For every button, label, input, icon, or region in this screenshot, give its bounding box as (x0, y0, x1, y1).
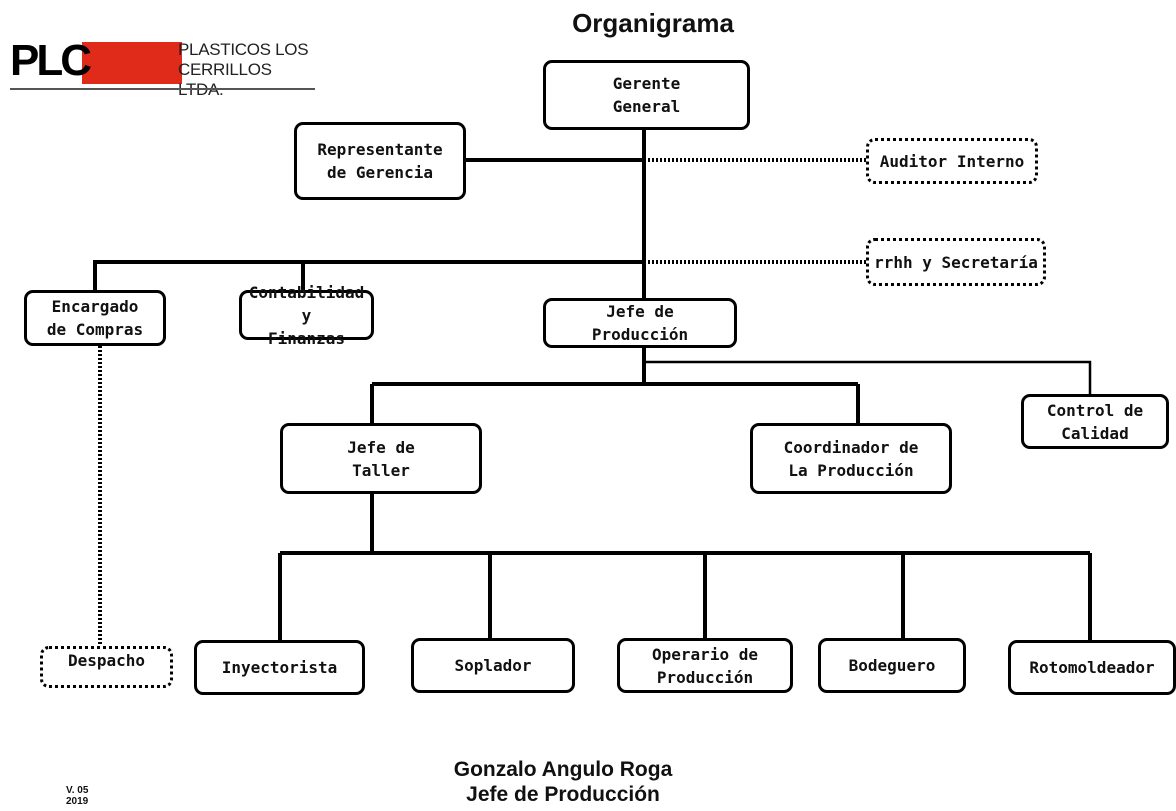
footer-role: Jefe de Producción (466, 783, 660, 806)
node-operario-produccion: Operario de Producción (617, 638, 793, 693)
logo-red-bar (82, 42, 182, 84)
company-logo: PLC PLASTICOS LOS CERRILLOS LTDA. (10, 36, 315, 99)
node-coordinador-produccion: Coordinador de La Producción (750, 423, 952, 494)
node-bodeguero: Bodeguero (818, 638, 966, 693)
node-contabilidad-finanzas: Contabilidad y Finanzas (239, 283, 374, 348)
connector-control-calidad (644, 360, 1092, 396)
node-rotomoldeador: Rotomoldeador (1008, 640, 1176, 695)
logo-mark: PLC (10, 36, 92, 85)
node-jefe-taller: Jefe de Taller (280, 423, 482, 494)
node-despacho: Despacho (40, 646, 173, 688)
node-soplador: Soplador (411, 638, 575, 693)
footer-name: Gonzalo Angulo Roga (453, 758, 673, 781)
node-gerente-general: Gerente General (543, 60, 750, 130)
version-label: V. 05 (66, 785, 89, 796)
node-representante-gerencia: Representante de Gerencia (294, 122, 466, 200)
node-rrhh-secretaria: rrhh y Secretaría (866, 238, 1046, 286)
node-control-calidad: Control de Calidad (1021, 394, 1169, 449)
version-year: 2019 (66, 796, 89, 807)
version-stamp: V. 05 2019 (66, 785, 88, 807)
node-inyectorista: Inyectorista (194, 640, 365, 695)
node-encargado-compras: Encargado de Compras (24, 290, 166, 346)
logo-underline (10, 88, 315, 90)
company-name-line-1: PLASTICOS LOS (178, 40, 309, 59)
page-title: Organigrama (572, 8, 734, 38)
node-auditor-interno: Auditor Interno (866, 138, 1038, 184)
node-jefe-produccion: Jefe de Producción (543, 298, 737, 348)
